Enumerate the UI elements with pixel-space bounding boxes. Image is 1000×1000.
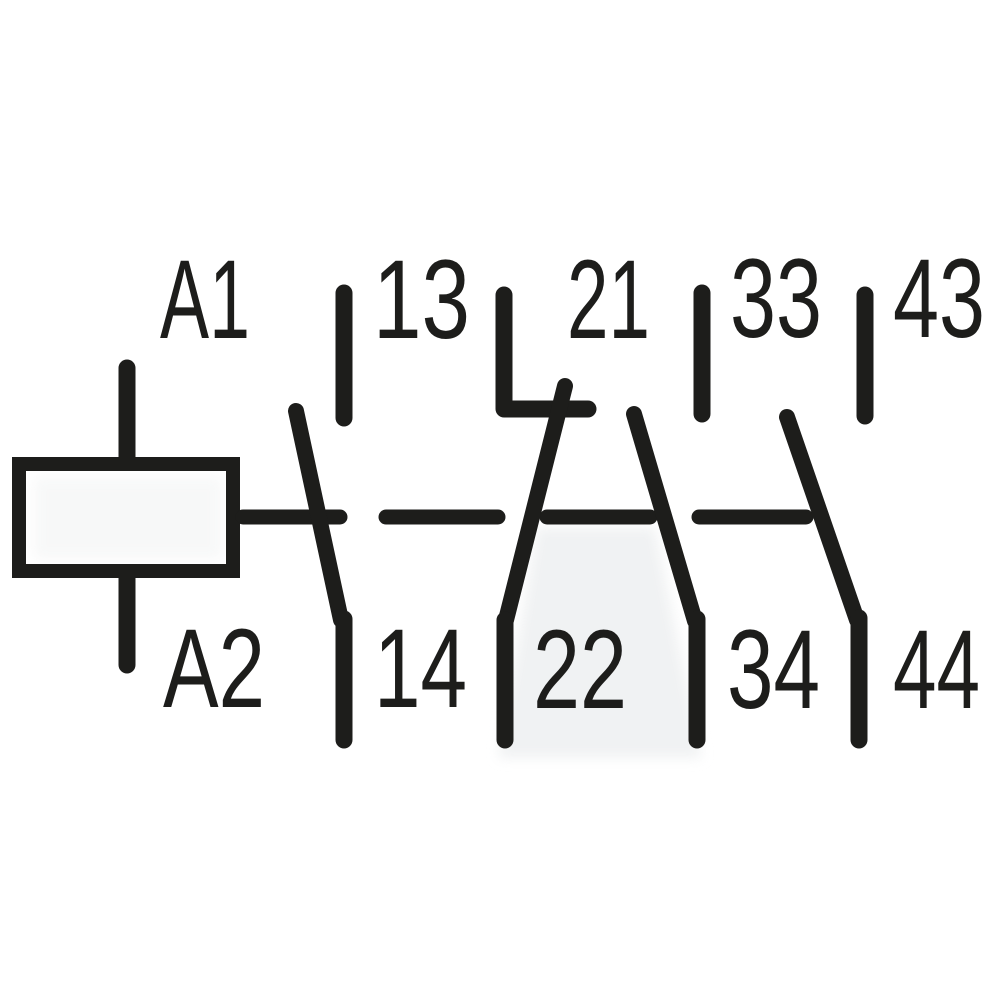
scan-artifacts [34,477,702,758]
terminal-label-34: 34 [727,607,820,732]
terminal-label-22: 22 [533,607,627,732]
terminal-label-33: 33 [730,236,822,361]
contact-21-22-nc [495,286,597,749]
coil-label-a1: A1 [160,237,250,362]
coil-label-a2: A2 [163,606,265,731]
terminal-label-14: 14 [374,606,467,731]
terminal-label-21: 21 [567,237,650,362]
coil-interior-tint [34,477,222,559]
scan-tint-patch [498,527,702,758]
contact-arm-21-22 [498,378,573,628]
terminal-label-13: 13 [373,237,470,362]
contact-arm-13-14 [288,403,349,628]
contact-arm-33-34 [626,406,703,629]
contact-13-14-no [288,284,353,749]
coil-symbol [12,359,240,674]
terminal-labels: A1 A2 13 14 21 22 33 34 43 44 [160,236,985,732]
contact-arm-43-44 [779,409,865,628]
contact-33-34-no [626,284,711,749]
contact-43-44-no [779,286,874,749]
coil-box [12,457,240,578]
terminal-label-43: 43 [893,236,985,361]
terminal-label-44: 44 [893,607,980,732]
